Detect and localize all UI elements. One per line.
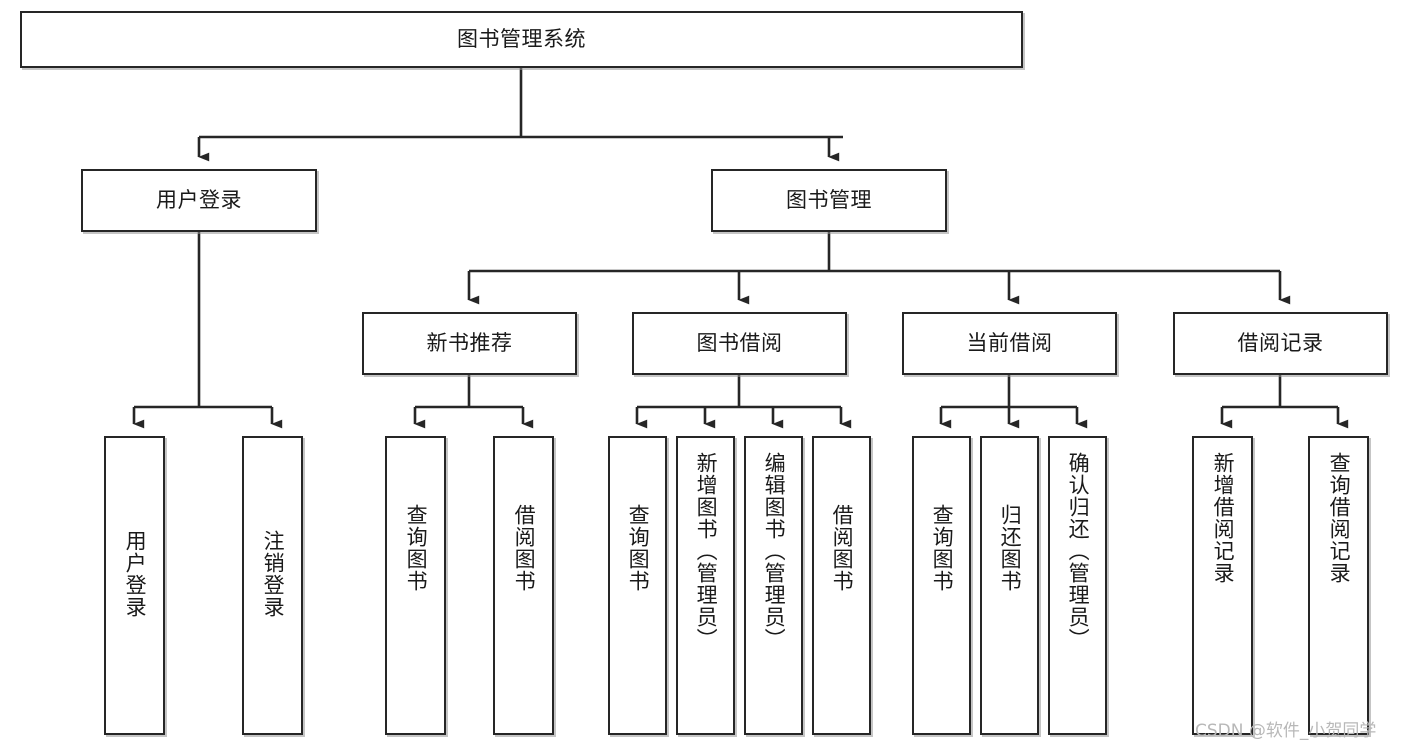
node-leaf-add-book[interactable]: 新增图书（管理员） [676, 436, 735, 735]
node-leaf-return-book[interactable]: 归还图书 [980, 436, 1039, 735]
node-borrow-record-label: 借阅记录 [1237, 331, 1324, 356]
node-borrow-record[interactable]: 借阅记录 [1173, 312, 1388, 375]
node-new-book-recommend[interactable]: 新书推荐 [362, 312, 577, 375]
node-leaf-confirm-return-label: 确认归还（管理员） [1066, 452, 1091, 650]
node-leaf-add-borrow-record[interactable]: 新增借阅记录 [1192, 436, 1253, 735]
node-leaf-query-book-borrow-label: 查询图书 [626, 504, 651, 592]
node-leaf-logout-label: 注销登录 [261, 530, 286, 618]
node-leaf-edit-book[interactable]: 编辑图书（管理员） [744, 436, 803, 735]
node-book-borrow[interactable]: 图书借阅 [632, 312, 847, 375]
node-leaf-add-book-label: 新增图书（管理员） [694, 452, 719, 650]
node-leaf-query-borrow-record-label: 查询借阅记录 [1327, 452, 1352, 584]
node-leaf-borrow-book[interactable]: 借阅图书 [812, 436, 871, 735]
node-leaf-confirm-return[interactable]: 确认归还（管理员） [1048, 436, 1107, 735]
node-root[interactable]: 图书管理系统 [20, 11, 1023, 68]
node-leaf-add-borrow-record-label: 新增借阅记录 [1211, 452, 1236, 584]
node-leaf-query-book-current[interactable]: 查询图书 [912, 436, 971, 735]
node-book-borrow-label: 图书借阅 [696, 331, 783, 356]
node-book-management[interactable]: 图书管理 [711, 169, 947, 232]
node-user-login-label: 用户登录 [156, 188, 242, 213]
node-leaf-edit-book-label: 编辑图书（管理员） [762, 452, 787, 650]
node-leaf-query-book-recommend[interactable]: 查询图书 [385, 436, 446, 735]
node-leaf-query-book-borrow[interactable]: 查询图书 [608, 436, 667, 735]
node-current-borrow-label: 当前借阅 [966, 331, 1053, 356]
csdn-watermark: CSDN @软件_小贺同学 [1195, 721, 1377, 741]
node-leaf-borrow-book-label: 借阅图书 [830, 504, 855, 592]
node-leaf-logout[interactable]: 注销登录 [242, 436, 303, 735]
node-new-book-recommend-label: 新书推荐 [426, 331, 513, 356]
node-leaf-query-borrow-record[interactable]: 查询借阅记录 [1308, 436, 1369, 735]
node-leaf-user-login[interactable]: 用户登录 [104, 436, 165, 735]
node-leaf-query-book-current-label: 查询图书 [930, 504, 955, 592]
node-user-login[interactable]: 用户登录 [81, 169, 317, 232]
node-leaf-query-book-recommend-label: 查询图书 [404, 504, 429, 592]
node-book-management-label: 图书管理 [786, 188, 872, 213]
node-root-label: 图书管理系统 [457, 27, 586, 52]
node-leaf-return-book-label: 归还图书 [998, 504, 1023, 592]
node-current-borrow[interactable]: 当前借阅 [902, 312, 1117, 375]
node-leaf-borrow-book-recommend[interactable]: 借阅图书 [493, 436, 554, 735]
node-leaf-borrow-book-recommend-label: 借阅图书 [512, 504, 537, 592]
node-leaf-user-login-label: 用户登录 [123, 530, 148, 618]
